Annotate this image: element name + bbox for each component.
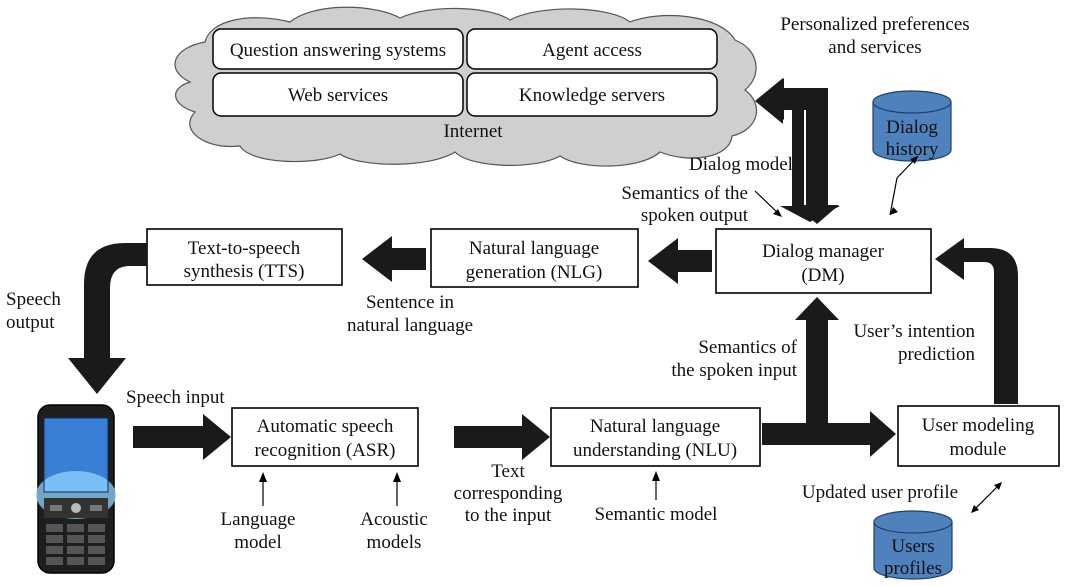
link-semantics-output xyxy=(754,190,781,216)
arrow-head-asr xyxy=(203,414,231,460)
arrow-shaft-to-cloud xyxy=(782,88,828,110)
link-history-dm xyxy=(889,177,898,216)
label-semantics-output-2: spoken output xyxy=(641,205,749,226)
user-modeling-line2: module xyxy=(950,439,1007,460)
service-box-qa xyxy=(212,28,464,70)
user-modeling-line1: User modeling xyxy=(922,415,1035,436)
label-text-input-2: corresponding xyxy=(454,483,563,504)
nlu-line2: understanding (NLU) xyxy=(573,440,737,461)
nlg-box xyxy=(430,228,639,288)
label-language-model-2: model xyxy=(234,532,282,553)
tts-line1: Text-to-speech xyxy=(188,238,301,259)
label-semantics-input-2: the spoken input xyxy=(671,360,797,381)
tts-module: Text-to-speech synthesis (TTS) xyxy=(146,228,343,286)
arrow-shaft-dm-nlg xyxy=(676,250,712,272)
arrow-head-to-cloud xyxy=(760,78,784,120)
label-sentence-2: natural language xyxy=(347,315,473,336)
internet-label: Internet xyxy=(443,121,503,142)
internet-cloud: Question answering systems Agent access … xyxy=(174,6,757,167)
arrow-head-nlu xyxy=(522,414,550,460)
label-semantics-output-1: Semantics of the xyxy=(621,183,748,204)
service-box-agent xyxy=(466,28,718,70)
user-modeling-module: User modeling module xyxy=(897,405,1060,467)
users-profiles-db: Users profiles xyxy=(873,510,953,580)
arrow-shaft-to-dm xyxy=(806,318,828,445)
tts-box xyxy=(146,228,343,286)
nlu-module: Natural language understanding (NLU) xyxy=(550,407,761,467)
label-text-input-3: to the input xyxy=(465,505,552,526)
label-speech-output-2: output xyxy=(6,312,55,333)
label-speech-input: Speech input xyxy=(126,387,225,408)
label-text-input-1: Text xyxy=(491,461,525,482)
users-profiles-line2: profiles xyxy=(884,558,942,579)
nlu-box xyxy=(550,407,761,467)
label-speech-output-1: Speech xyxy=(6,289,61,310)
label-language-model-1: Language xyxy=(221,509,296,530)
arrow-shaft-nlg-tts xyxy=(390,248,426,270)
nlg-module: Natural language generation (NLG) xyxy=(430,228,639,288)
asr-box xyxy=(231,407,419,467)
arrow-shaft-asr-nlu xyxy=(454,426,524,448)
label-acoustic-models-2: models xyxy=(367,532,422,553)
label-acoustic-models-1: Acoustic xyxy=(360,509,428,530)
nlg-line1: Natural language xyxy=(469,238,599,259)
arrow-shaft-phone-asr xyxy=(133,426,205,448)
arrow-head-user-modeling xyxy=(870,411,896,457)
dm-line1: Dialog manager xyxy=(762,241,885,262)
dialog-history-line1: Dialog xyxy=(886,117,938,138)
label-personalized-1: Personalized preferences xyxy=(780,14,969,35)
dialog-history-line2: history xyxy=(886,139,939,160)
arrow-um-dm xyxy=(935,238,1018,404)
arrow-head-tts xyxy=(362,236,392,282)
service-box-web xyxy=(212,72,464,117)
nlg-line2: generation (NLG) xyxy=(466,262,603,283)
label-updated-profile: Updated user profile xyxy=(802,482,958,503)
arrow-tts-phone xyxy=(68,243,147,394)
arrow-head-to-dm xyxy=(795,205,839,224)
service-label-web: Web services xyxy=(288,85,388,106)
link-updated-profile xyxy=(972,483,1001,512)
dm-line2: (DM) xyxy=(801,265,844,286)
users-profiles-line1: Users xyxy=(891,536,934,557)
label-dialog-model: Dialog model xyxy=(689,154,793,175)
label-intention-1: User’s intention xyxy=(853,321,975,342)
label-intention-2: prediction xyxy=(898,344,976,365)
dm-module: Dialog manager (DM) xyxy=(715,228,932,294)
service-label-knowledge: Knowledge servers xyxy=(519,85,665,106)
dialog-history-db: Dialog history xyxy=(872,90,952,162)
label-semantics-input-1: Semantics of xyxy=(698,337,797,358)
arrow-head-nlg xyxy=(648,238,678,284)
arrow-shaft-cloud-dm xyxy=(806,88,828,208)
service-label-qa: Question answering systems xyxy=(230,40,446,61)
asr-module: Automatic speech recognition (ASR) xyxy=(231,407,419,467)
asr-line1: Automatic speech xyxy=(257,416,394,437)
dm-box xyxy=(715,228,932,294)
label-sentence-1: Sentence in xyxy=(366,292,455,313)
label-semantic-model: Semantic model xyxy=(595,504,718,525)
arrow-head-dm-up xyxy=(795,297,839,320)
user-modeling-box xyxy=(897,405,1060,467)
asr-line2: recognition (ASR) xyxy=(255,440,396,461)
nlu-line1: Natural language xyxy=(590,416,720,437)
mobile-phone-icon xyxy=(36,404,116,574)
service-box-knowledge xyxy=(466,72,718,117)
label-personalized-2: and services xyxy=(828,37,921,58)
service-label-agent: Agent access xyxy=(542,40,642,61)
tts-line2: synthesis (TTS) xyxy=(184,261,305,282)
